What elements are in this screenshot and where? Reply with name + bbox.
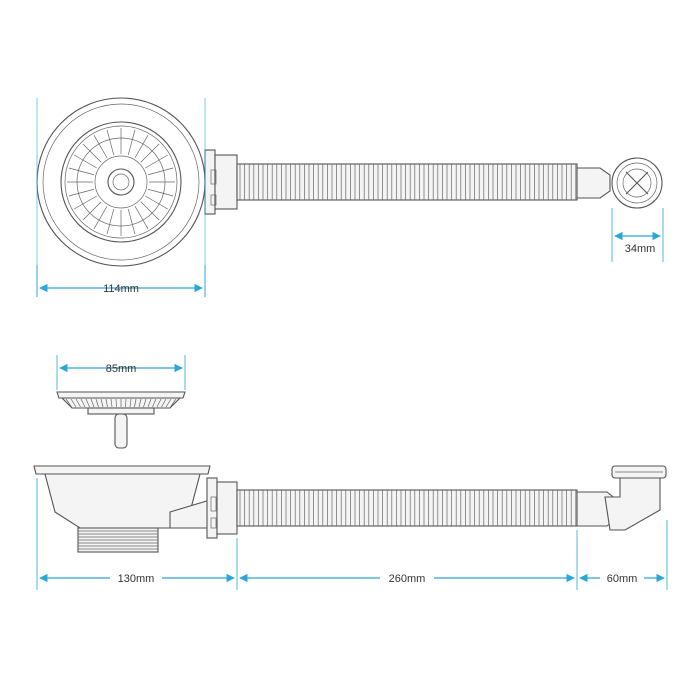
- dimension-label-130: 130mm: [118, 573, 155, 585]
- basket-strainer-top: [36, 97, 206, 267]
- dimension-basket-width: 114mm: [36, 98, 206, 297]
- dimension-label-114: 114mm: [103, 283, 139, 295]
- dimension-overflow-length: 60mm: [579, 570, 665, 585]
- strainer-plug-side: [56, 391, 186, 449]
- basket-connector-side: [206, 477, 238, 539]
- overflow-outlet-side: [576, 465, 667, 531]
- corrugated-hose-side: [236, 489, 578, 527]
- dimension-label-34: 34mm: [625, 243, 656, 255]
- dimension-label-85: 85mm: [106, 363, 137, 375]
- overflow-connector-top: [576, 157, 663, 209]
- dimension-label-60: 60mm: [607, 573, 638, 585]
- dimension-hose-length: 260mm: [239, 570, 575, 585]
- dimension-body-length: 130mm: [39, 570, 235, 585]
- corrugated-hose-top: [236, 163, 578, 201]
- dimension-strainer-width: 85mm: [56, 355, 186, 390]
- top-view: 114mm 34mm: [36, 97, 664, 297]
- dimension-label-260: 260mm: [389, 573, 426, 585]
- basket-body-side: [33, 465, 211, 553]
- side-view: 85mm: [33, 355, 668, 590]
- dimension-overflow-width: 34mm: [611, 208, 664, 262]
- basket-connector-top: [204, 149, 238, 215]
